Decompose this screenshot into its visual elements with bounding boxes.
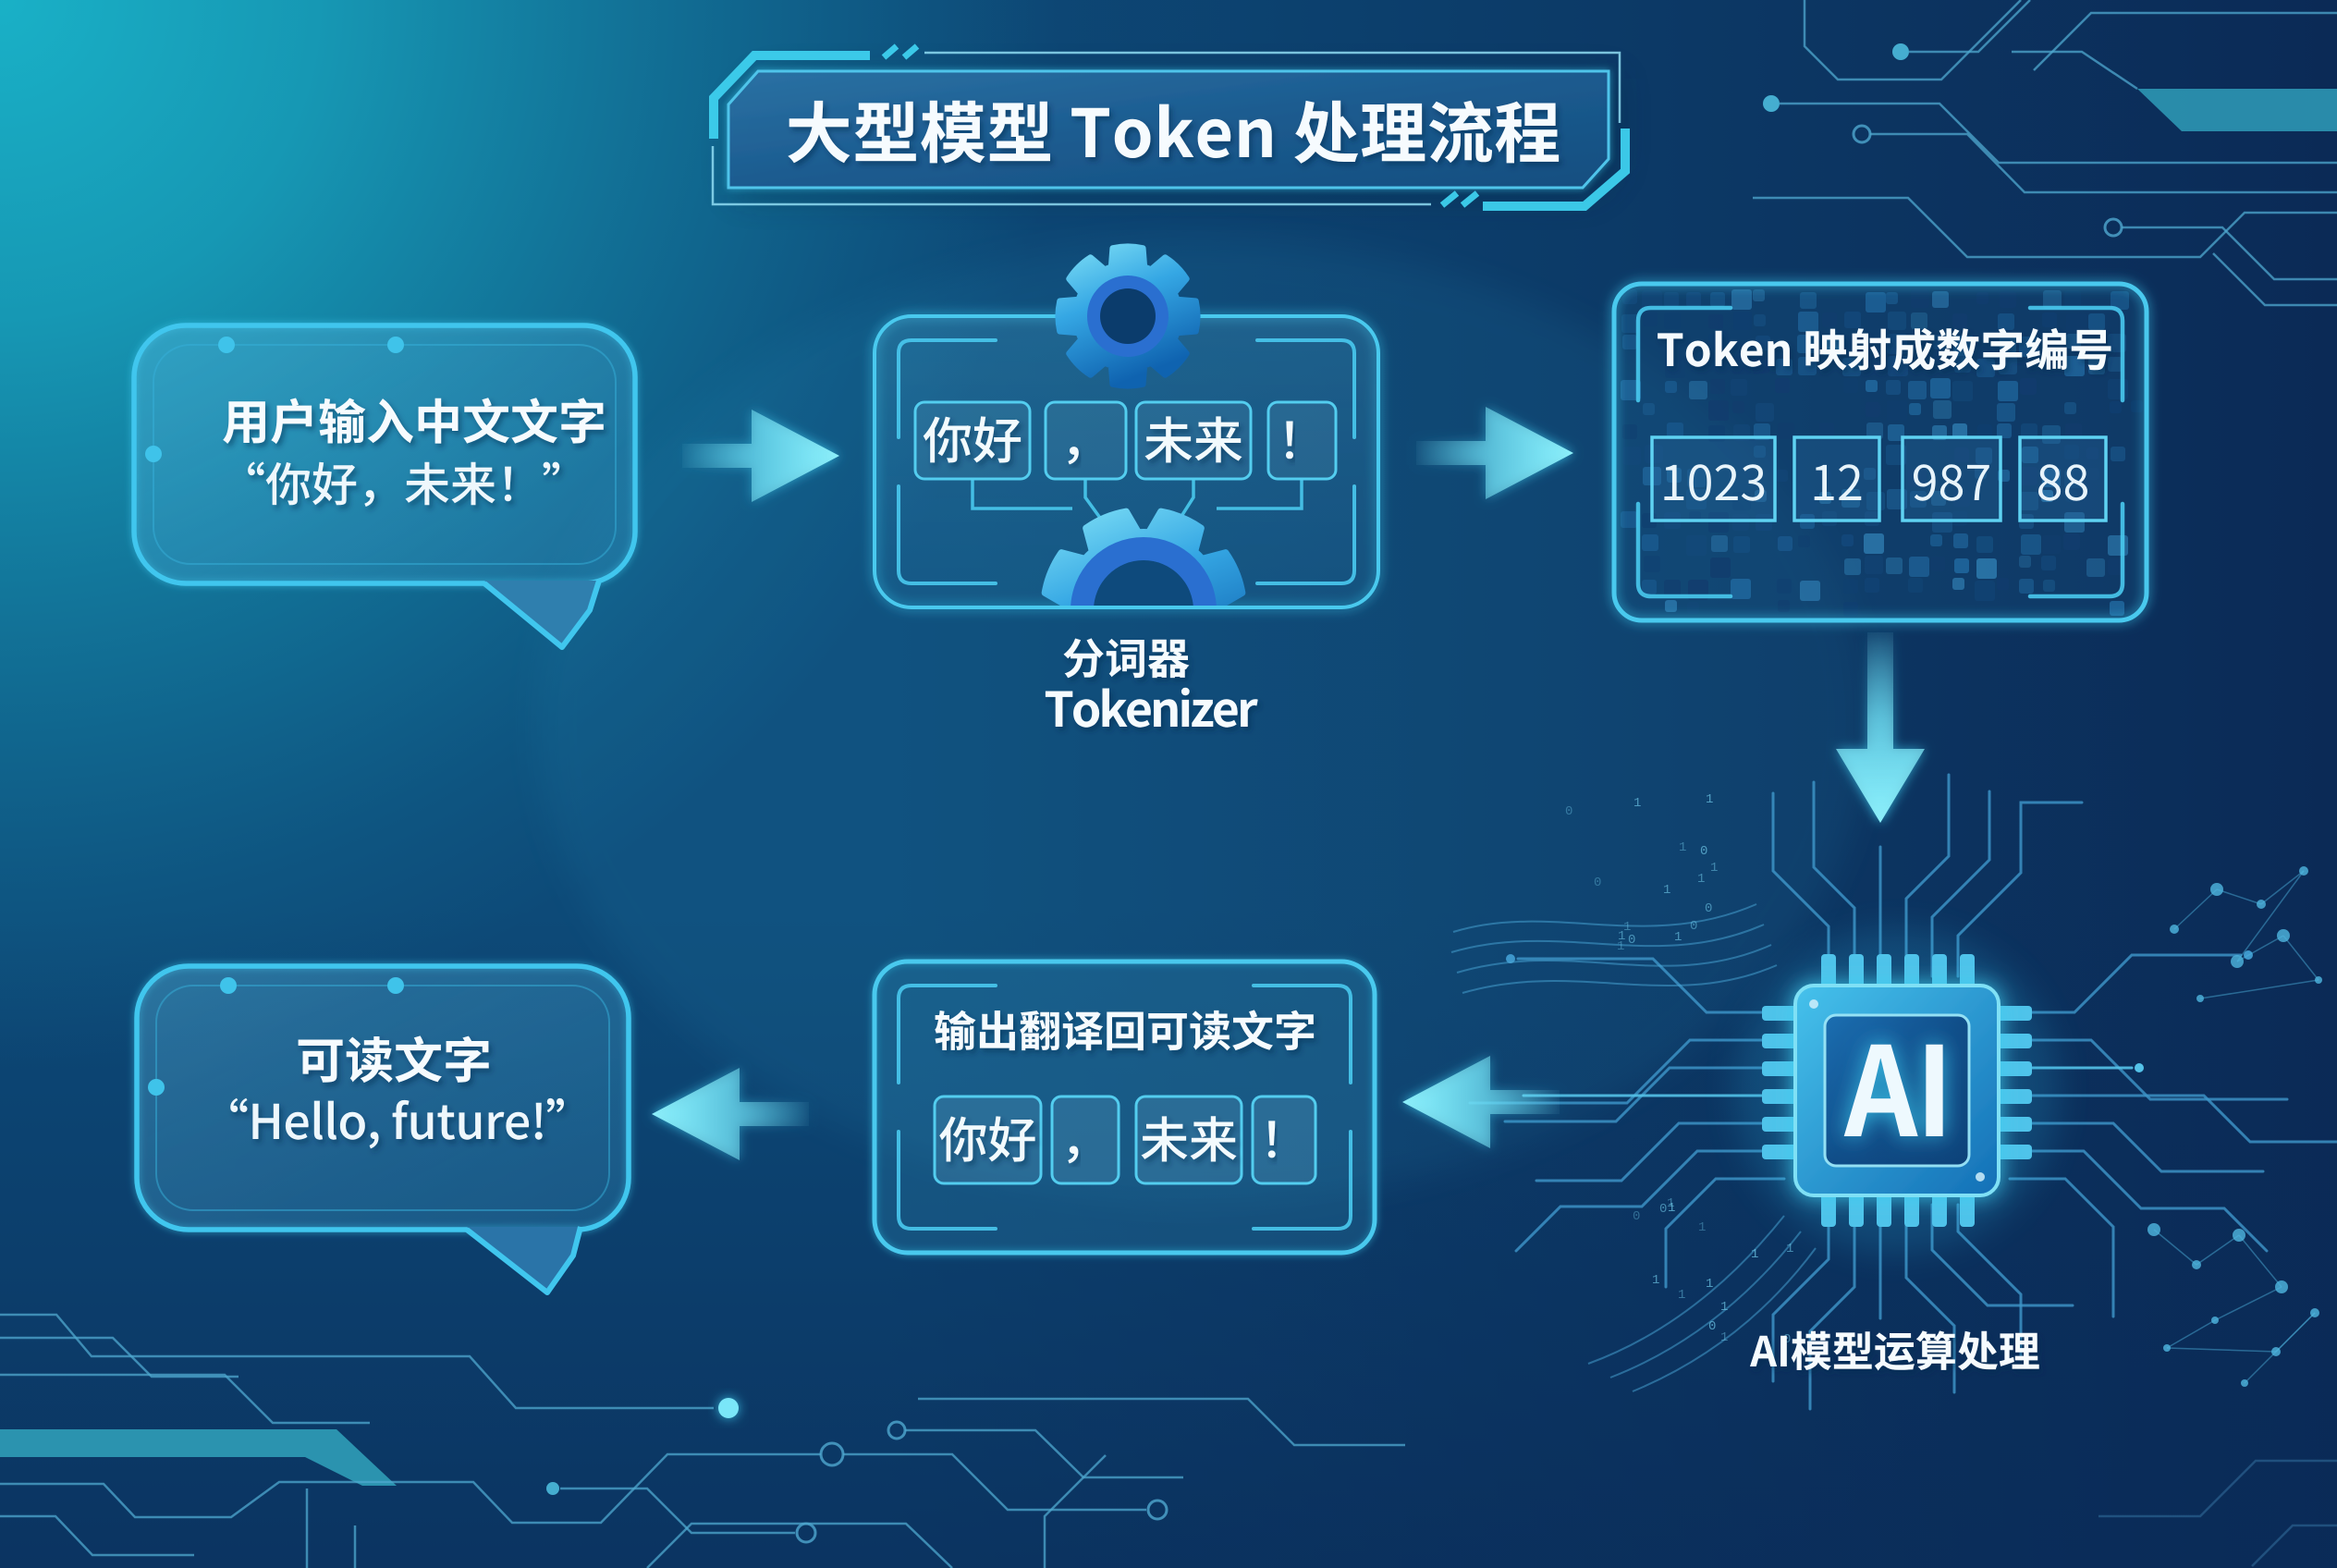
svg-text:1: 1: [1697, 872, 1705, 887]
svg-text:0: 0: [1659, 1202, 1667, 1217]
svg-text:1: 1: [1668, 1201, 1675, 1216]
svg-text:1: 1: [1617, 939, 1624, 954]
svg-text:1: 1: [1720, 1300, 1728, 1315]
svg-text:0: 0: [1783, 1332, 1791, 1347]
svg-text:0: 0: [1705, 901, 1712, 916]
svg-text:0: 0: [1628, 933, 1635, 948]
svg-text:1: 1: [1618, 929, 1625, 944]
svg-text:1: 1: [1751, 1247, 1758, 1262]
svg-text:1: 1: [1667, 1196, 1674, 1211]
svg-text:0: 0: [1690, 919, 1697, 934]
svg-text:1: 1: [1706, 1277, 1713, 1292]
svg-text:0: 0: [1594, 876, 1601, 890]
svg-text:1: 1: [1652, 1273, 1659, 1288]
svg-text:1: 1: [1710, 861, 1718, 876]
svg-text:1: 1: [1678, 1288, 1685, 1303]
svg-text:0: 0: [1565, 804, 1572, 819]
svg-text:0: 0: [1700, 844, 1707, 859]
svg-text:1: 1: [1786, 1242, 1793, 1256]
svg-text:1: 1: [1633, 796, 1641, 811]
svg-text:1: 1: [1674, 930, 1682, 945]
svg-text:1: 1: [1698, 1220, 1706, 1235]
svg-text:1: 1: [1720, 1330, 1728, 1345]
svg-text:0: 0: [1633, 1209, 1640, 1224]
svg-text:1: 1: [1663, 883, 1670, 898]
svg-text:1: 1: [1623, 920, 1631, 935]
svg-text:0: 0: [1708, 1319, 1716, 1334]
svg-text:1: 1: [1706, 792, 1713, 807]
svg-text:1: 1: [1679, 840, 1686, 855]
